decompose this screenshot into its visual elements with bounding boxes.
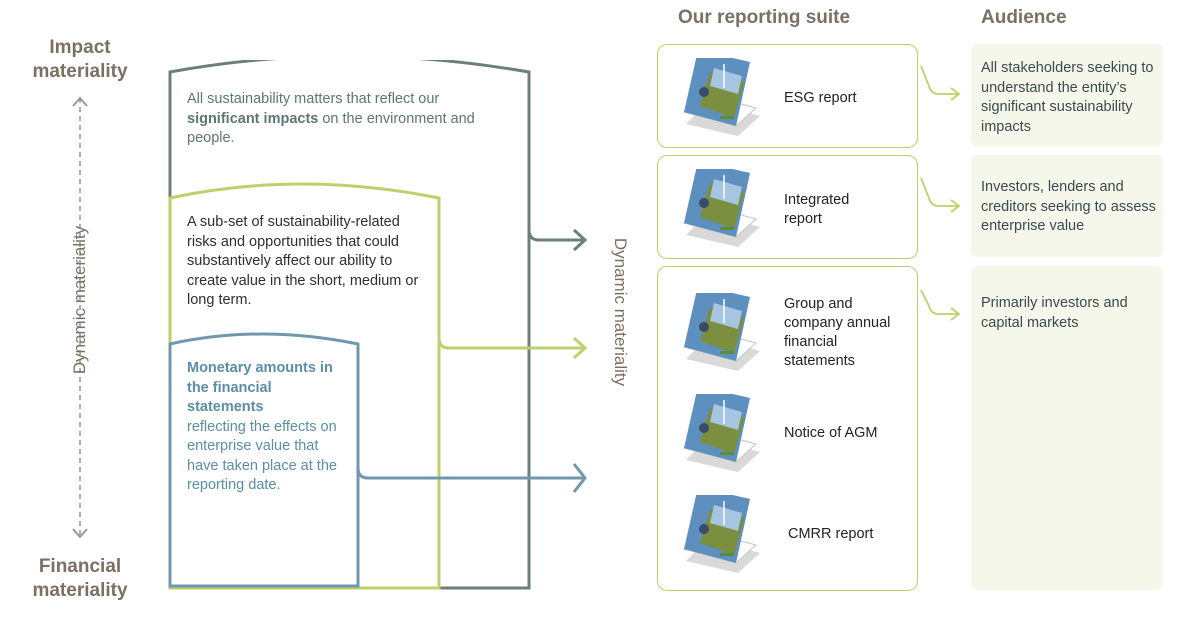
- outer-text-bold: significant impacts: [187, 110, 319, 127]
- inner-text-body: reflecting the effects on enterprise val…: [187, 418, 337, 494]
- audience-text-3: Primarily investors and capital markets: [981, 295, 1128, 331]
- report-label-group-afs: Group and company annual financial state…: [784, 296, 891, 369]
- report-item-cmrr[interactable]: CMRR report: [680, 495, 910, 575]
- grey-connector-arrow: [527, 220, 583, 242]
- audience-arrow-3: [920, 289, 959, 315]
- audience-heading: Audience: [981, 7, 1067, 28]
- report-cover-icon: [682, 293, 760, 371]
- materiality-shapes: [168, 60, 588, 590]
- audience-arrow-1: [920, 65, 959, 95]
- report-label-integrated: Integrated report: [784, 192, 850, 227]
- middle-financial-shape: [168, 182, 441, 590]
- green-connector-arrow: [437, 336, 583, 350]
- audience-box-1: All stakeholders seeking to understand t…: [971, 44, 1163, 146]
- outer-impact-shape: [168, 60, 531, 590]
- audience-arrows: [920, 65, 961, 321]
- dynamic-materiality-middle-label: Dynamic materiality: [611, 237, 630, 387]
- report-item-group-afs[interactable]: Group and company annual financial state…: [680, 293, 910, 373]
- inner-shape-text: Monetary amounts in the financial statem…: [187, 359, 342, 496]
- outer-shape-text: All sustainability matters that reflect …: [187, 90, 497, 149]
- audience-arrow-2: [920, 177, 959, 207]
- report-item-integrated[interactable]: Integrated report: [680, 169, 910, 249]
- report-item-agm[interactable]: Notice of AGM: [680, 394, 910, 474]
- financial-materiality-label: Financial materiality: [32, 556, 128, 601]
- blue-connector-arrow: [356, 465, 583, 480]
- audience-box-2: Investors, lenders and creditors seeking…: [971, 155, 1163, 257]
- report-cover-icon: [682, 58, 760, 136]
- report-label-cmrr: CMRR report: [788, 526, 874, 542]
- inner-monetary-shape: [168, 332, 360, 588]
- audience-text-2: Investors, lenders and creditors seeking…: [981, 179, 1156, 234]
- impact-materiality-label: Impact materiality: [32, 37, 128, 82]
- dynamic-materiality-axis-label: Dynamic materiality: [70, 225, 89, 375]
- report-cover-icon: [682, 169, 760, 247]
- middle-shape-text: A sub-set of sustainability-related risk…: [187, 214, 419, 308]
- report-label-agm: Notice of AGM: [784, 425, 878, 441]
- reporting-suite-heading: Our reporting suite: [678, 7, 851, 28]
- dynamic-axis-arrow: [72, 96, 88, 539]
- audience-text-1: All stakeholders seeking to understand t…: [981, 60, 1154, 135]
- inner-text-bold: Monetary amounts in the financial statem…: [187, 360, 333, 415]
- report-item-esg[interactable]: ESG report: [680, 58, 910, 138]
- audience-box-3: Primarily investors and capital markets: [971, 266, 1163, 590]
- outer-text-part2: on the environment and people.: [187, 110, 475, 147]
- outer-text-part1: All sustainability matters that reflect …: [187, 91, 440, 107]
- report-cover-icon: [682, 495, 760, 573]
- report-cover-icon: [682, 394, 760, 472]
- report-label-esg: ESG report: [784, 90, 857, 106]
